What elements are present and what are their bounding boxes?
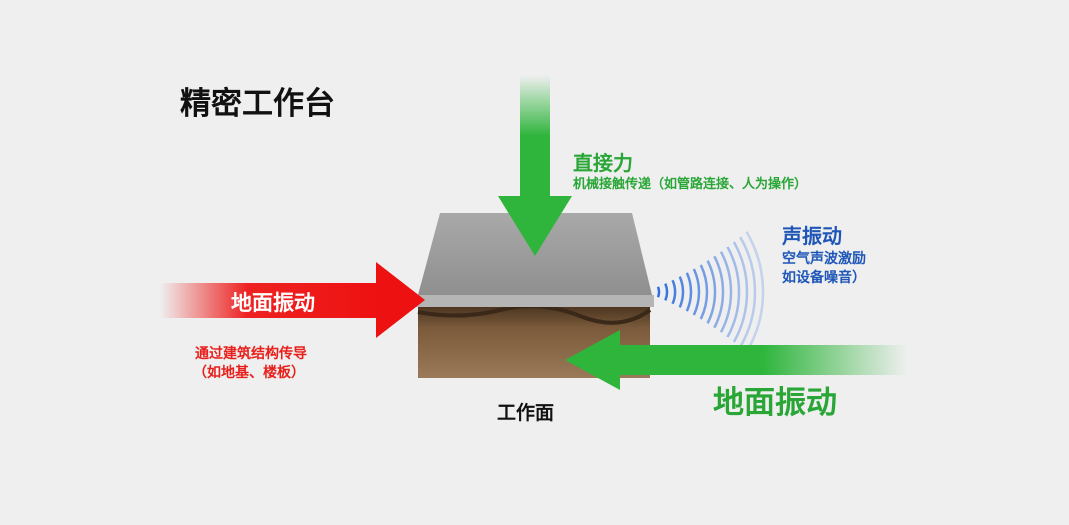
direct-force-desc: 机械接触传递（如管路连接、人为操作） xyxy=(573,177,808,192)
sound-wave-arc xyxy=(656,286,661,298)
sound-wave-arc xyxy=(678,276,685,308)
sound-wave-arc xyxy=(685,272,693,312)
sound-wave-arc xyxy=(739,236,757,348)
sound-waves xyxy=(656,231,765,353)
sound-wave-arc xyxy=(713,255,725,329)
ground-left-line1: 通过建筑结构传导 xyxy=(195,346,307,362)
sound-wave-arc xyxy=(692,268,701,316)
sound-wave-arc xyxy=(732,241,749,343)
direct-force-arrow xyxy=(498,75,572,256)
ground-vibration-arrow-left xyxy=(160,262,425,338)
direct-force-title: 直接力 xyxy=(573,151,633,175)
sound-wave-arc xyxy=(699,264,709,320)
ground-vibration-arrow-right xyxy=(565,330,908,390)
acoustic-line1: 空气声波激励 xyxy=(782,251,866,267)
acoustic-line2: 如设备噪音） xyxy=(782,270,866,286)
acoustic-title: 声振动 xyxy=(782,224,842,248)
ground-right-title: 地面振动 xyxy=(713,385,837,421)
ground-left-line2: （如地基、楼板） xyxy=(193,365,305,381)
sound-wave-arc xyxy=(726,246,741,338)
sound-wave-arc xyxy=(671,279,677,305)
sound-wave-arc xyxy=(664,283,669,301)
ground-left-title: 地面振动 xyxy=(231,291,315,315)
page-title: 精密工作台 xyxy=(180,86,335,122)
surface-label: 工作面 xyxy=(497,402,555,424)
sound-wave-arc xyxy=(745,231,765,353)
sound-wave-arc xyxy=(719,251,733,333)
sound-wave-arc xyxy=(706,260,717,324)
table-edge xyxy=(416,295,654,307)
